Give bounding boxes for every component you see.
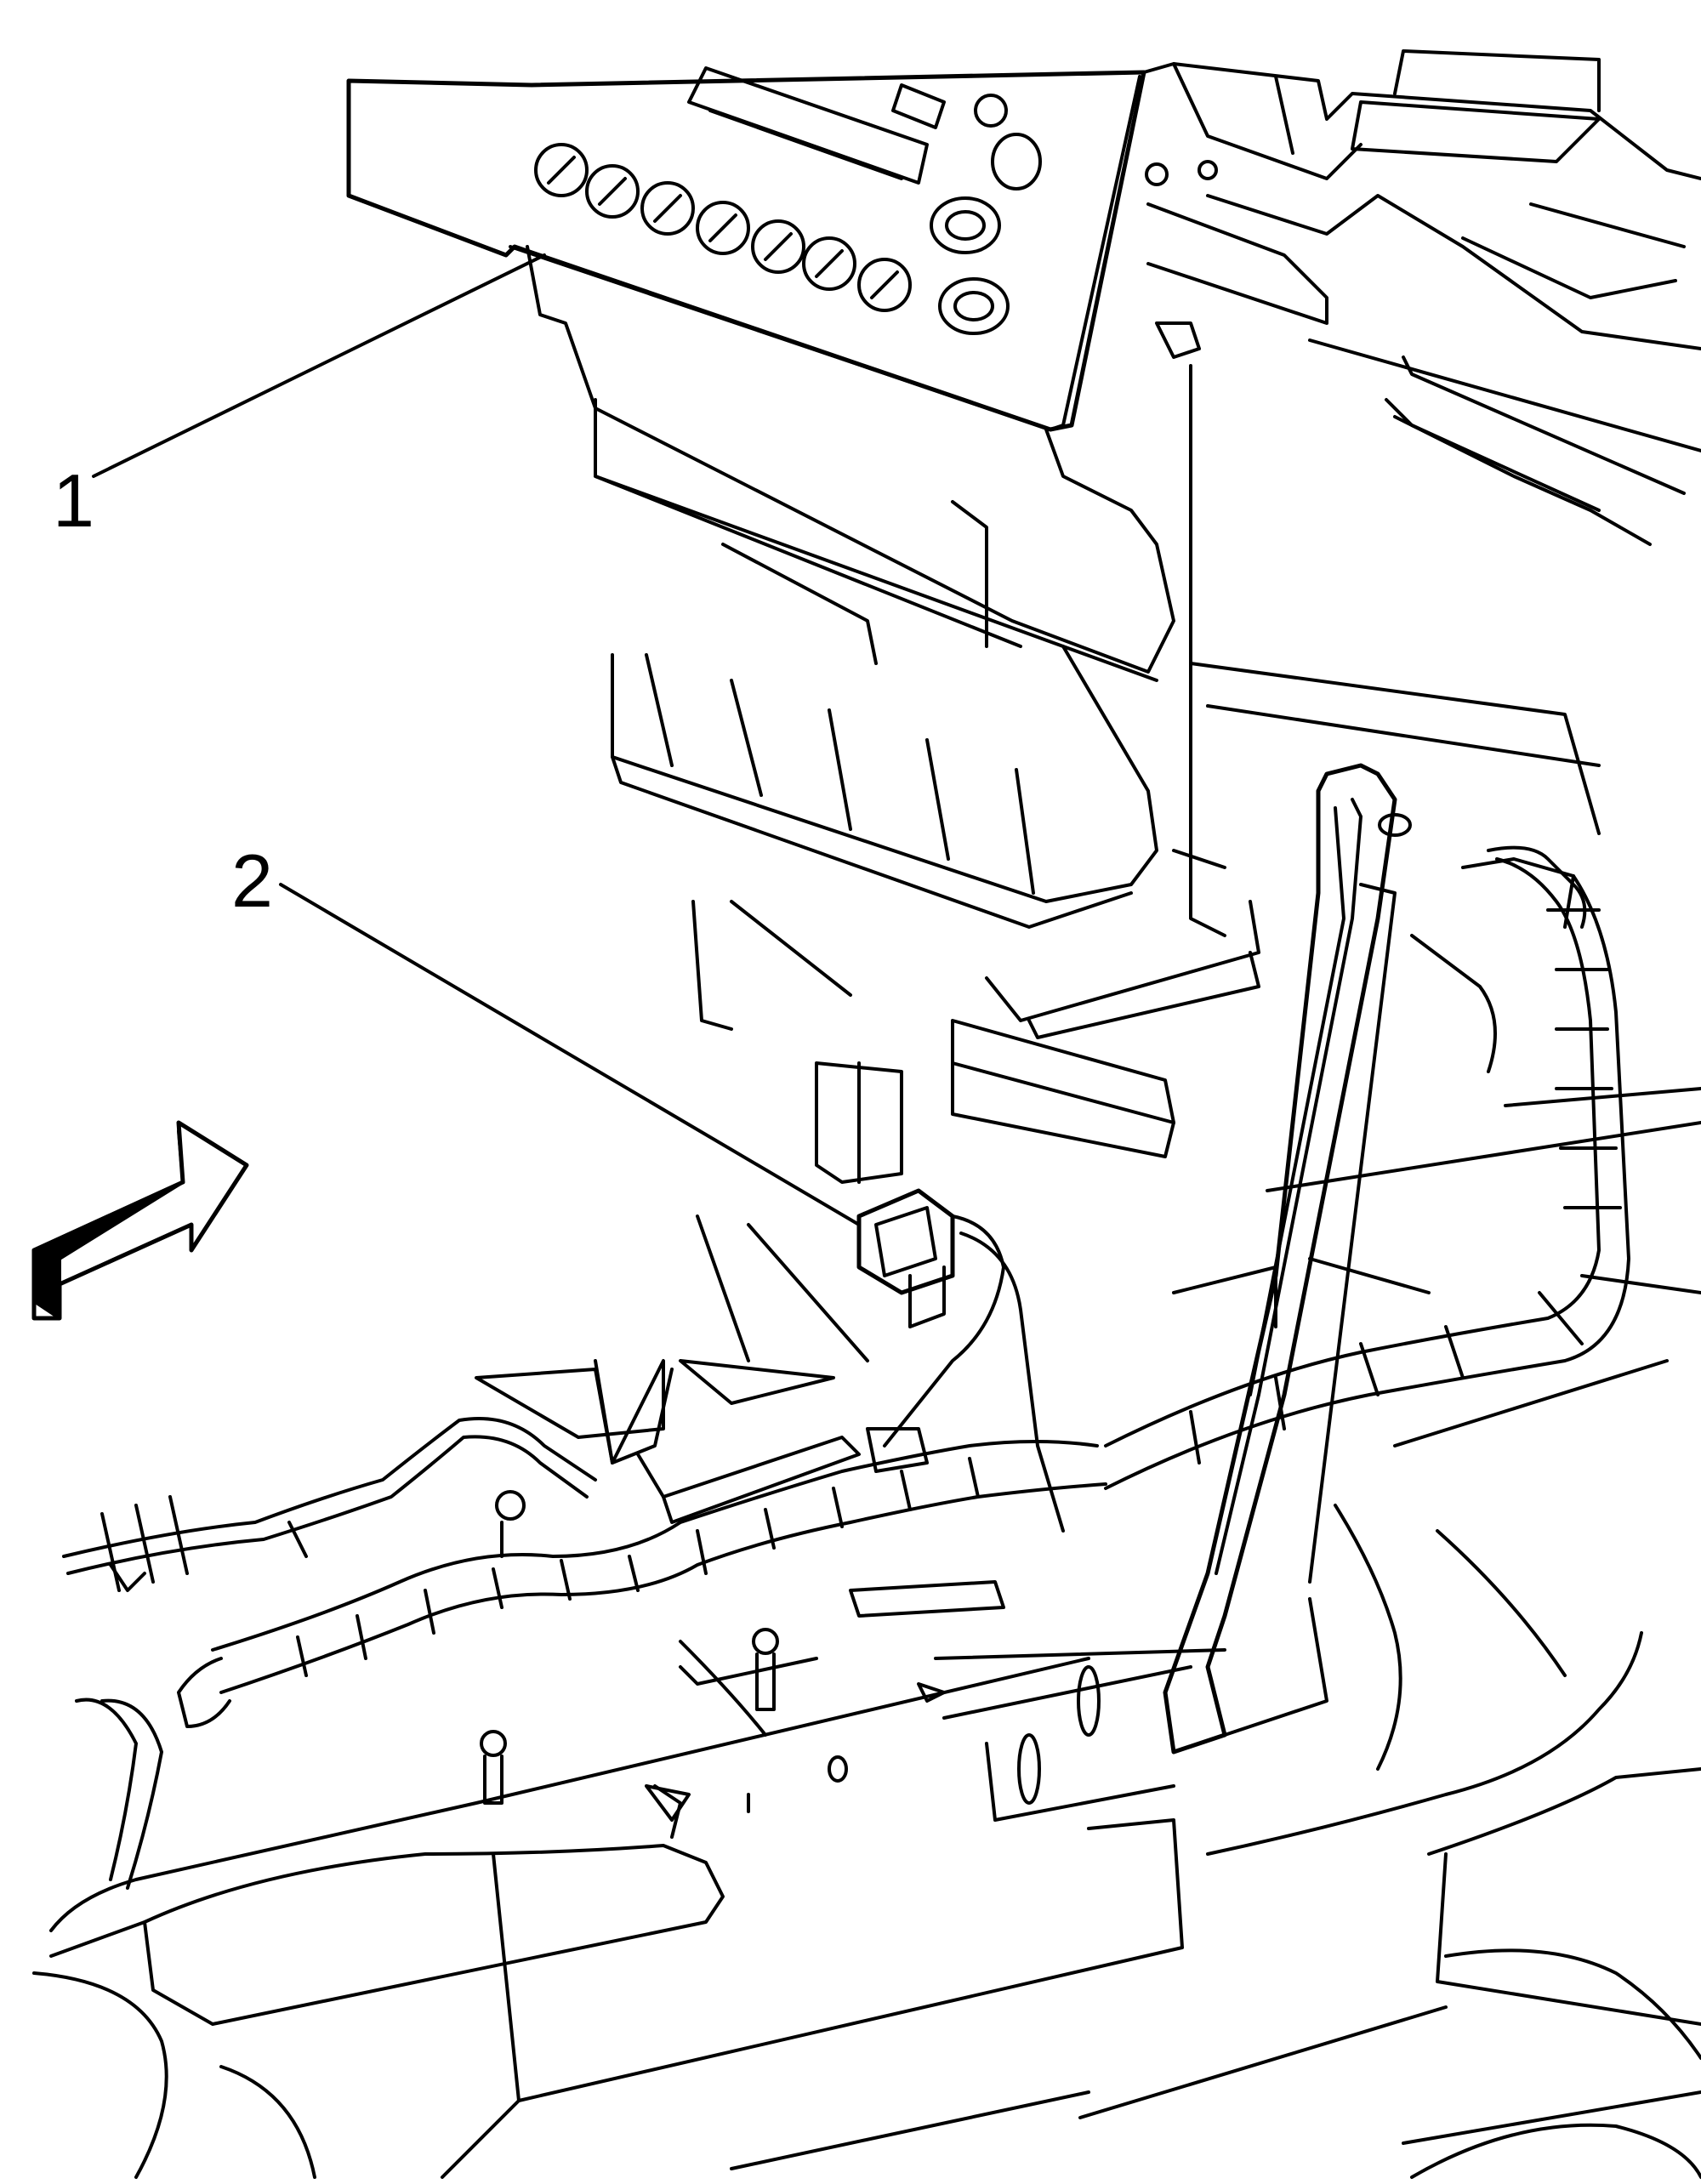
floor-pan bbox=[32, 1087, 1701, 2179]
right-dash-panel bbox=[1142, 49, 1701, 546]
support-brace bbox=[934, 763, 1412, 1822]
callout-2-label: 2 bbox=[231, 839, 273, 923]
radio-head-unit bbox=[346, 66, 1146, 432]
floor-wire-harness bbox=[62, 845, 1630, 1890]
harness-connector bbox=[856, 1188, 1065, 1533]
component-pointers bbox=[475, 1214, 869, 1465]
callout-2-leader bbox=[279, 883, 861, 1226]
callout-1-leader bbox=[92, 253, 546, 478]
center-console-housing bbox=[526, 245, 1601, 1039]
callout-1-label: 1 bbox=[53, 458, 94, 543]
direction-arrow-icon bbox=[31, 1120, 249, 1321]
module-connectors bbox=[815, 1019, 1175, 1184]
